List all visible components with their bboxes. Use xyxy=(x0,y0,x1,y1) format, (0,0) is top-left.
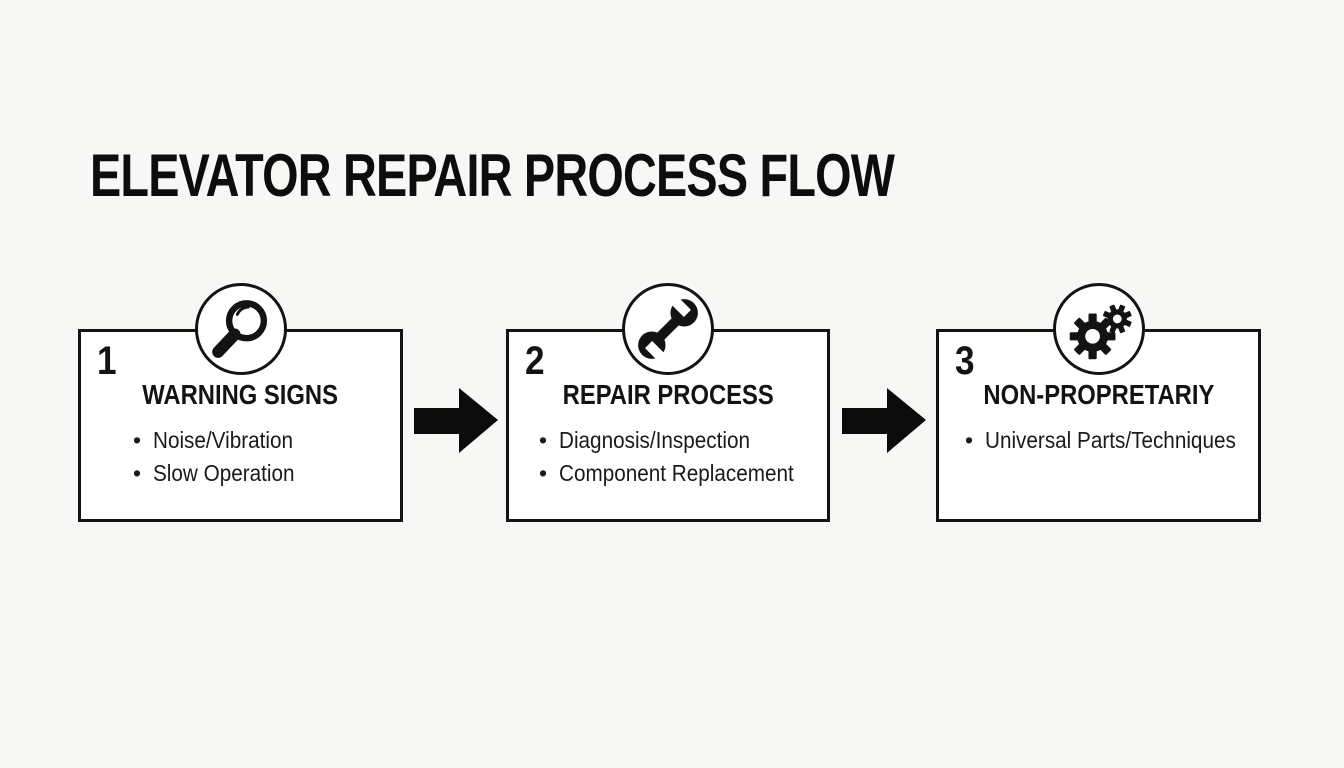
list-item: • Noise/Vibration xyxy=(133,424,400,457)
bullet-dot: • xyxy=(965,427,974,453)
step-box-1: 1 WARNING SIGNS • Noise/Vibration • Slow… xyxy=(78,283,403,522)
list-item: • Universal Parts/Techniques xyxy=(965,424,1258,457)
bullet-list: • Noise/Vibration • Slow Operation xyxy=(81,424,400,490)
arrow-right-icon xyxy=(842,388,926,453)
step-1-badge-circle xyxy=(194,283,287,375)
step-2-badge-circle xyxy=(622,283,714,375)
bullet-dot: • xyxy=(539,427,548,453)
step-number: 3 xyxy=(955,339,975,383)
gears-icon xyxy=(1069,304,1132,360)
list-item: • Component Replacement xyxy=(539,457,827,490)
step-number: 1 xyxy=(97,339,117,383)
step-title: REPAIR PROCESS xyxy=(562,379,774,410)
bullet-list: • Universal Parts/Techniques xyxy=(939,424,1258,457)
bullet-dot: • xyxy=(133,427,142,453)
magnifier-icon xyxy=(211,300,267,358)
bullet-dot: • xyxy=(539,460,548,486)
bullet-text: Universal Parts/Techniques xyxy=(985,427,1236,453)
bullet-text: Slow Operation xyxy=(153,460,295,486)
page-title: ELEVATOR REPAIR PROCESS FLOW xyxy=(90,142,895,209)
bullet-list: • Diagnosis/Inspection • Component Repla… xyxy=(509,424,827,490)
bullet-text: Diagnosis/Inspection xyxy=(559,427,751,453)
step-title: WARNING SIGNS xyxy=(142,379,339,410)
wrench-icon xyxy=(638,295,698,363)
bullet-dot: • xyxy=(133,460,142,486)
list-item: • Slow Operation xyxy=(133,457,400,490)
bullet-text: Component Replacement xyxy=(559,460,794,486)
step-title: NON-PROPRETARIY xyxy=(983,379,1214,410)
step-number: 2 xyxy=(525,339,545,383)
bullet-text: Noise/Vibration xyxy=(153,427,294,453)
arrow-right-icon xyxy=(414,388,498,453)
step-3-badge-circle xyxy=(1052,283,1145,375)
step-box-3: 3 NON-PROPRETARIY • Universal Parts/Tech… xyxy=(936,283,1261,522)
list-item: • Diagnosis/Inspection xyxy=(539,424,827,457)
step-box-2: 2 REPAIR PROCESS • Diagnosis/Inspection … xyxy=(506,283,830,522)
